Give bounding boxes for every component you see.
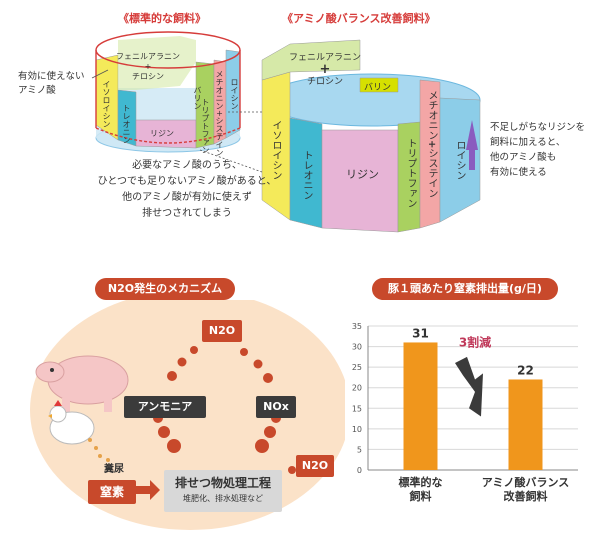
ammonia-box: アンモニア (124, 396, 206, 418)
tyr-text: チロシン (132, 72, 164, 81)
unused-amino-note: 有効に使えない アミノ酸 (18, 70, 85, 98)
n2o-right-box: N2O (296, 455, 334, 477)
limiting-amino-note: 必要なアミノ酸のうち、 ひとつでも足りないアミノ酸があると、 他のアミノ酸が有効… (92, 158, 282, 222)
manure-label: 糞尿 (104, 464, 124, 475)
cys-text: システイン (426, 148, 437, 199)
note-line: 有効に使えない (18, 71, 85, 82)
n2o-top-box: N2O (202, 320, 242, 342)
met-text: メチオニン (215, 70, 224, 110)
y-tick-label: 5 (357, 445, 362, 454)
nitrogen-box: 窒素 (88, 480, 136, 504)
note-line: 飼料に加えると、 (490, 137, 566, 148)
bar-value-label: 22 (517, 363, 534, 377)
y-tick-label: 0 (357, 466, 362, 475)
standard-feed-title: 《標準的な飼料》 (118, 12, 206, 25)
note-line: 排せつされてしまう (142, 208, 232, 219)
label-leucine-standard: ロイシン (230, 78, 239, 110)
label-isoleucine-improved: イソロイシン (270, 120, 281, 180)
note-line: 有効に使える (490, 167, 547, 178)
mechanism-title: N2O発生のメカニズム (95, 278, 235, 300)
plus-text: + (319, 62, 331, 77)
y-tick-label: 10 (352, 425, 362, 434)
cys-text: システイン (215, 116, 224, 157)
tyr-text: チロシン (306, 77, 343, 87)
center-note-pointer (199, 149, 263, 173)
process-box: 排せつ物処理工程 堆肥化、排水処理など (164, 470, 282, 512)
label-phe-tyr-standard: フェニルアラニン + チロシン (108, 52, 188, 82)
pig-icon (35, 355, 129, 412)
y-tick-label: 25 (352, 363, 362, 372)
barrel-diagram (91, 31, 481, 233)
improved-barrel (261, 39, 481, 233)
label-met-improved: メチオニン+システイン (424, 90, 439, 198)
label-valine-standard: バリン (193, 86, 202, 110)
phe-text: フェニルアラニン (288, 53, 361, 63)
plus-text: + (215, 110, 224, 117)
dotted-path (153, 346, 303, 474)
standard-barrel (95, 31, 241, 153)
bar (508, 379, 543, 470)
label-met-standard: メチオニン+システイン (214, 70, 225, 157)
x-category-label: 改善飼料 (504, 489, 548, 503)
x-category-label: アミノ酸バランス (482, 475, 570, 489)
reduction-arrow (455, 356, 483, 417)
note-line: 不足しがちなリジンを (490, 122, 586, 133)
label-tryptophan-standard: トリプトファン (201, 98, 210, 154)
note-line: 他のアミノ酸も (490, 152, 557, 163)
label-valine-improved: バリン (364, 83, 392, 93)
y-tick-label: 35 (352, 322, 362, 331)
nitrogen-arrow (134, 480, 160, 500)
bar-value-label: 31 (412, 326, 429, 340)
note-line: 他のアミノ酸が有効に使えず (122, 192, 252, 203)
chicken-icon (48, 400, 95, 445)
y-tick-label: 15 (352, 404, 362, 413)
note-line: 必要なアミノ酸のうち、 (132, 160, 242, 171)
reduction-annotation: 3割減 (459, 335, 491, 350)
x-category-label: 飼料 (409, 489, 432, 503)
label-isoleucine-standard: イソロイシン (102, 80, 111, 128)
note-line: アミノ酸 (18, 85, 56, 96)
label-threonine-improved: トレオニン (301, 150, 312, 200)
label-lysine-standard: リジン (150, 129, 174, 138)
label-lysine-improved: リジン (346, 168, 379, 181)
met-text: メチオニン (426, 90, 437, 140)
label-tryptophan-improved: トリプトファン (405, 138, 416, 208)
lysine-benefit-note: 不足しがちなリジンを 飼料に加えると、 他のアミノ酸も 有効に使える (490, 120, 585, 180)
y-tick-label: 30 (352, 343, 362, 352)
left-note-pointer (91, 69, 109, 79)
nox-box: NOx (256, 396, 296, 418)
label-phe-tyr-improved: フェニルアラニン + チロシン (280, 52, 370, 88)
plus-text: + (426, 140, 437, 149)
plus-text: + (144, 62, 152, 71)
lysine-add-arrow-shaft (469, 148, 475, 170)
manure-dots (88, 438, 110, 462)
improved-feed-title: 《アミノ酸バランス改善飼料》 (282, 12, 436, 25)
note-line: ひとつでも足りないアミノ酸があると、 (97, 176, 277, 187)
bar (403, 342, 438, 470)
x-category-label: 標準的な (399, 475, 443, 489)
phe-text: フェニルアラニン (116, 52, 180, 61)
y-tick-label: 20 (352, 384, 362, 393)
lysine-add-arrow (466, 120, 478, 150)
process-title: 排せつ物処理工程 (174, 476, 271, 490)
label-threonine-standard: トレオニン (122, 104, 131, 144)
label-leucine-improved: ロイシン (454, 140, 465, 180)
nitrogen-chart: 0 5 10 15 20 25 30 35 標準的な飼料 アミノ酸バランス改善飼料 31 22 3割… (352, 322, 578, 503)
process-subtitle: 堆肥化、排水処理など (183, 494, 263, 503)
chart-title: 豚１頭あたり窒素排出量(g/日) (372, 278, 558, 300)
